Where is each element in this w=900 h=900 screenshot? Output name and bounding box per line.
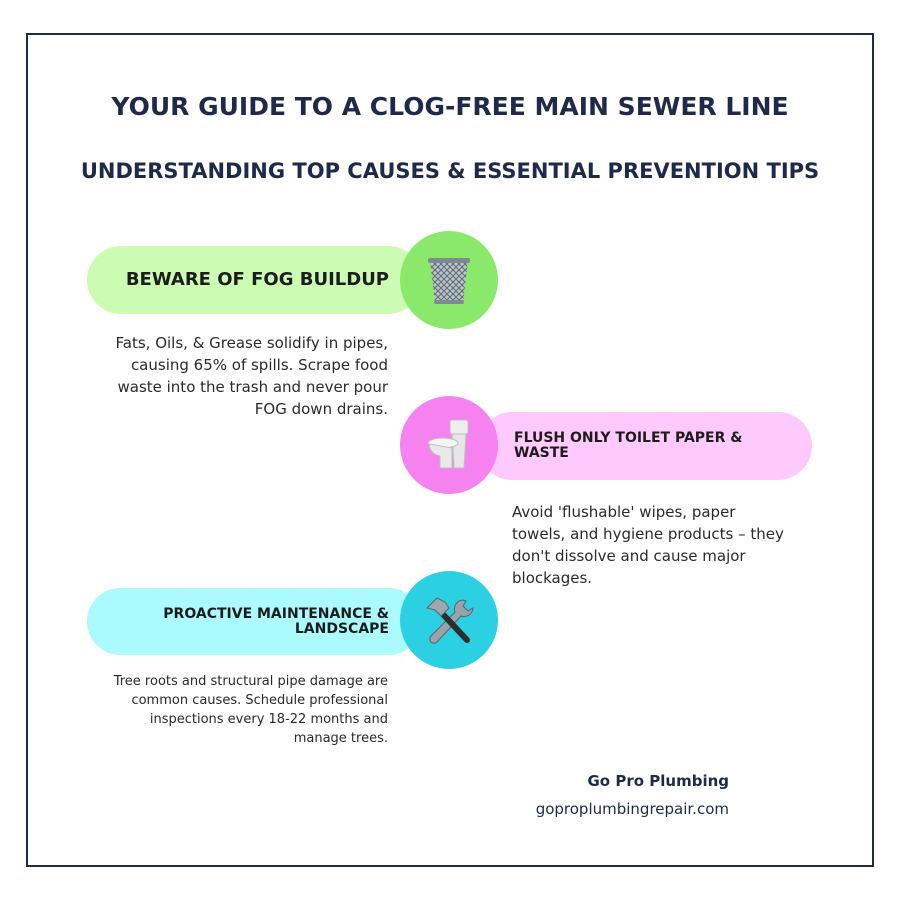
section-maintenance-banner: PROACTIVE MAINTENANCE & LANDSCAPE <box>87 588 422 655</box>
infographic-frame <box>26 33 874 867</box>
section-flush-banner: FLUSH ONLY TOILET PAPER & WASTE <box>478 412 812 480</box>
page-title: YOUR GUIDE TO A CLOG-FREE MAIN SEWER LIN… <box>111 92 789 121</box>
hammer-and-wrench-icon <box>400 571 498 669</box>
section-maintenance-description: Tree roots and structural pipe damage ar… <box>113 674 388 746</box>
wastebasket-icon <box>400 231 498 329</box>
brand-name: Go Pro Plumbing <box>587 772 730 790</box>
section-fog-title: BEWARE OF FOG BUILDUP <box>125 268 389 290</box>
section-flush-description: Avoid 'flushable' wipes, paper towels, a… <box>512 503 784 587</box>
website-link[interactable]: goproplumbingrepair.com <box>535 800 729 818</box>
toilet-icon <box>400 396 498 494</box>
section-maintenance-title: PROACTIVE MAINTENANCE & LANDSCAPE <box>163 605 389 637</box>
page-subtitle: UNDERSTANDING TOP CAUSES & ESSENTIAL PRE… <box>80 159 820 183</box>
section-flush-title: FLUSH ONLY TOILET PAPER & WASTE <box>514 430 743 461</box>
section-fog-description: Fats, Oils, & Grease solidify in pipes, … <box>115 334 388 418</box>
section-fog-banner: BEWARE OF FOG BUILDUP <box>87 246 422 314</box>
